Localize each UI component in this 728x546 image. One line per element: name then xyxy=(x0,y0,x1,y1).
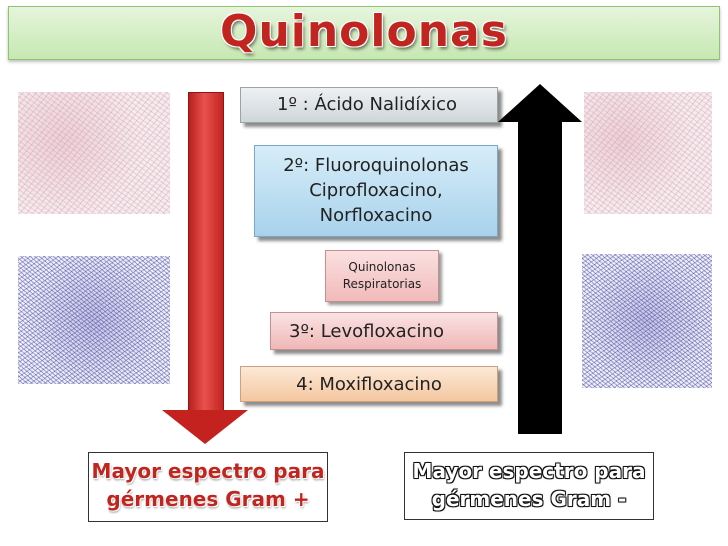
second-generation-drug-2: Norfloxacino xyxy=(319,205,433,226)
respiratory-line-1: Quinolonas xyxy=(348,260,416,274)
gram-negative-line-2: gérmenes Gram - xyxy=(431,487,627,511)
gram-positive-line-1: Mayor espectro para xyxy=(91,459,325,483)
gram-negative-line-1: Mayor espectro para xyxy=(412,459,646,483)
micrograph-top-left xyxy=(18,92,170,214)
first-generation-box: 1º : Ácido Nalidíxico xyxy=(240,87,498,123)
black-up-arrow xyxy=(518,121,562,434)
micrograph-top-right xyxy=(584,92,712,214)
gram-positive-label: Mayor espectro para gérmenes Gram + xyxy=(88,452,328,522)
respiratory-quinolones-box: Quinolonas Respiratorias xyxy=(325,250,439,302)
micrograph-bottom-left xyxy=(18,256,170,384)
title-banner xyxy=(8,6,720,60)
respiratory-line-2: Respiratorias xyxy=(342,277,422,291)
second-generation-title: 2º: Fluoroquinolonas xyxy=(283,155,469,176)
page-title: Quinolonas xyxy=(220,6,508,57)
second-generation-box: 2º: Fluoroquinolonas Ciprofloxacino, Nor… xyxy=(254,145,498,237)
gram-negative-label: Mayor espectro para gérmenes Gram - xyxy=(404,452,654,520)
second-generation-drug-1: Ciprofloxacino, xyxy=(309,180,443,201)
fourth-generation-box: 4: Moxifloxacino xyxy=(240,366,498,402)
gram-positive-line-2: gérmenes Gram + xyxy=(106,487,310,511)
black-arrow-head xyxy=(498,84,582,122)
micrograph-bottom-right xyxy=(582,254,712,388)
third-generation-box: 3º: Levofloxacino xyxy=(270,312,498,350)
red-arrow-head xyxy=(162,410,248,444)
red-down-arrow xyxy=(188,92,224,413)
